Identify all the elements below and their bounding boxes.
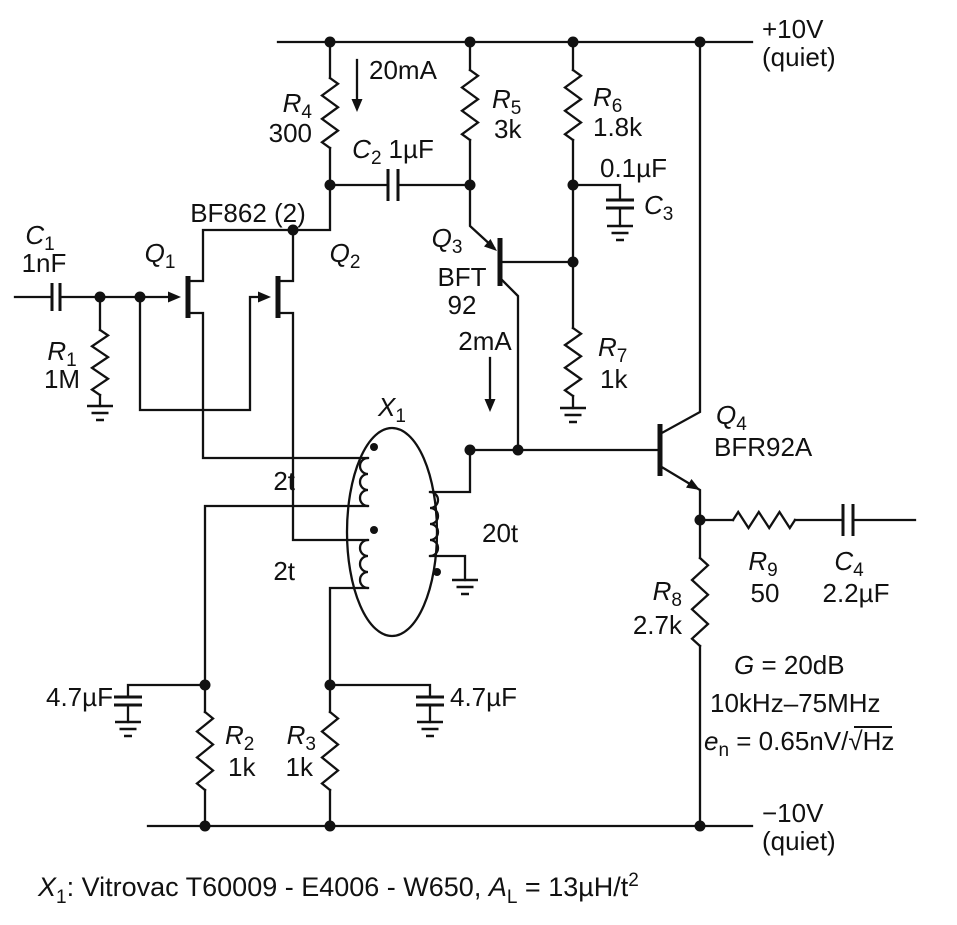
- r6-label: R6: [593, 82, 622, 117]
- current-2ma-arrow-icon: [484, 399, 496, 412]
- r7-label: R7: [598, 332, 627, 367]
- primary-winding-lower: [358, 538, 369, 590]
- capacitors: [50, 169, 855, 707]
- q3-type-line2: 92: [448, 290, 477, 320]
- resistor-r7-symbol: [563, 326, 583, 398]
- current-20ma-arrow-icon: [351, 99, 363, 112]
- r7-value: 1k: [600, 364, 628, 394]
- bypass-cap-left-value: 4.7µF: [46, 682, 113, 712]
- transistor-bars: [185, 238, 663, 476]
- bandwidth-spec: 10kHz–75MHz: [710, 688, 881, 718]
- ground-r1-icon: [85, 404, 115, 422]
- top-rail-label: +10V: [762, 14, 824, 44]
- turns-primary-upper-label: 2t: [273, 466, 295, 496]
- resistor-r9-symbol: [731, 509, 797, 531]
- c4-label: C4: [834, 546, 864, 581]
- c1-label: C1: [25, 220, 54, 255]
- secondary-winding: [429, 490, 440, 558]
- phase-dot-primary-lower: [370, 526, 378, 534]
- primary-winding-upper: [358, 456, 369, 508]
- capacitor-bypass-left-symbol: [114, 695, 142, 707]
- q4-label: Q4: [716, 400, 747, 435]
- ground-bypass-right-icon: [415, 720, 445, 738]
- r4-label: R4: [283, 88, 313, 123]
- c4-value: 2.2µF: [822, 578, 889, 608]
- turns-primary-lower-label: 2t: [273, 556, 295, 586]
- capacitor-c4-symbol: [841, 504, 855, 536]
- r2-label: R2: [225, 720, 254, 755]
- c3-label: C3: [644, 190, 673, 225]
- r3-value: 1k: [286, 752, 314, 782]
- r8-label: R8: [653, 576, 682, 611]
- x1-label: X1: [377, 392, 406, 427]
- jfet-type-label: BF862 (2): [190, 198, 306, 228]
- capacitor-c1-symbol: [50, 283, 62, 311]
- r2-value: 1k: [228, 752, 256, 782]
- footnote: X1: Vitrovac T60009 - E4006 - W650, AL =…: [37, 870, 639, 908]
- arrowheads: [168, 99, 700, 490]
- bottom-rail-label: −10V: [762, 798, 824, 828]
- r9-label: R9: [748, 546, 777, 581]
- bottom-rail-note: (quiet): [762, 826, 836, 856]
- current-2ma-label: 2mA: [458, 326, 512, 356]
- noise-spec: en = 0.65nV/√Hz: [704, 726, 894, 761]
- capacitor-c2-symbol: [386, 169, 400, 201]
- ground-r7-icon: [558, 406, 588, 424]
- top-rail-note: (quiet): [762, 42, 836, 72]
- junction-dots: [94, 36, 706, 832]
- current-20ma-label: 20mA: [369, 55, 438, 85]
- r8-value: 2.7k: [633, 610, 683, 640]
- capacitor-c3-symbol: [606, 198, 634, 210]
- gain-spec: G = 20dB: [734, 650, 845, 680]
- q3-label: Q3: [432, 223, 463, 258]
- c1-value: 1nF: [22, 248, 67, 278]
- q1-gate-arrow-icon: [168, 291, 181, 303]
- r9-value: 50: [751, 578, 780, 608]
- q2-label: Q2: [330, 238, 361, 273]
- q4-emitter-arrow-icon: [686, 479, 700, 490]
- resistor-r3-symbol: [320, 710, 340, 792]
- bypass-cap-right-value: 4.7µF: [450, 682, 517, 712]
- c3-value: 0.1µF: [600, 153, 667, 183]
- r1-value: 1M: [44, 364, 80, 394]
- r1-label: R1: [47, 336, 76, 371]
- resistor-r5-symbol: [460, 68, 480, 142]
- resistor-r2-symbol: [195, 710, 215, 792]
- q2-gate-arrow-icon: [258, 291, 271, 303]
- phase-dot-primary-upper: [370, 443, 378, 451]
- r6-value: 1.8k: [593, 112, 643, 142]
- turns-secondary-label: 20t: [482, 518, 519, 548]
- r4-value: 300: [269, 118, 312, 148]
- r3-label: R3: [287, 720, 316, 755]
- resistor-r4-symbol: [320, 76, 340, 150]
- ground-bypass-left-icon: [113, 720, 143, 738]
- resistor-r8-symbol: [690, 556, 710, 648]
- r5-label: R5: [492, 84, 521, 119]
- q3-emitter-arrow-icon: [484, 239, 497, 251]
- q3-type-line1: BFT: [437, 262, 486, 292]
- transformer-x1: [345, 426, 441, 638]
- resistors: [89, 68, 797, 792]
- r5-value: 3k: [494, 114, 522, 144]
- transformer-core-ellipse: [345, 426, 439, 638]
- ground-secondary-icon: [450, 578, 480, 596]
- phase-dot-secondary: [433, 568, 441, 576]
- resistor-r6-symbol: [563, 68, 583, 142]
- q4-type: BFR92A: [714, 432, 813, 462]
- resistor-r1-symbol: [89, 328, 111, 397]
- capacitor-bypass-right-symbol: [416, 695, 444, 707]
- q1-label: Q1: [145, 238, 176, 273]
- ground-c3-icon: [605, 224, 635, 242]
